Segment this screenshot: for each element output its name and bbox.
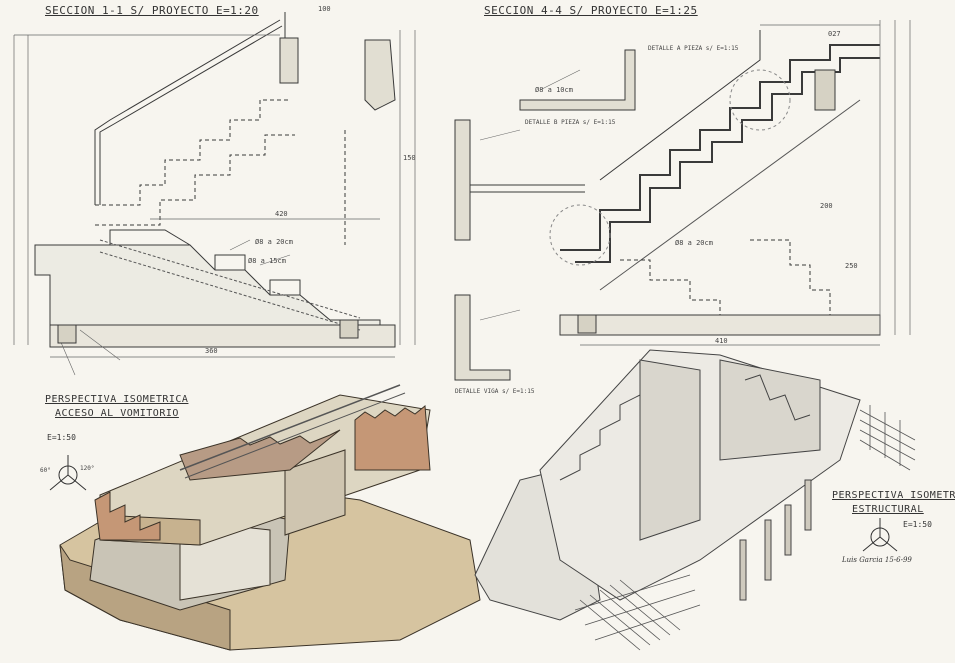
section-4-4-drawing bbox=[454, 20, 911, 381]
signature: Luis Garcia 15-6-99 bbox=[842, 556, 912, 564]
rebar-label-a: Ø8 a 20cm bbox=[255, 238, 293, 246]
persp-struct-title-2: ESTRUCTURAL bbox=[852, 504, 924, 515]
angle-label-60: 60° bbox=[40, 467, 51, 474]
persp-struct-scale: E=1:50 bbox=[903, 520, 932, 529]
dim-410: 410 bbox=[715, 337, 728, 345]
detail-c-label: DETALLE VIGA s/ E=1:15 bbox=[455, 388, 535, 395]
section-4-4-title: SECCION 4-4 s/ PROYECTO E=1:25 bbox=[484, 4, 698, 17]
detail-a-label: DETALLE A PIEZA s/ E=1:15 bbox=[648, 45, 739, 52]
dim-027: 027 bbox=[828, 30, 841, 38]
persp-access-title-1: PERSPECTIVA ISOMETRICA bbox=[45, 394, 189, 405]
perspective-access-drawing bbox=[59, 384, 481, 651]
section-1-1-drawing bbox=[13, 12, 416, 376]
axis-symbol-left bbox=[49, 455, 87, 491]
rebar-label-b: Ø8 a 15cm bbox=[248, 257, 286, 265]
dim-360: 360 bbox=[205, 347, 218, 355]
angle-label-120: 120° bbox=[80, 465, 94, 472]
persp-access-title-2: ACCESO AL VOMITORIO bbox=[55, 408, 179, 419]
rebar-label-a-2: Ø8 a 20cm bbox=[675, 239, 713, 247]
persp-access-scale: E=1:50 bbox=[47, 433, 76, 442]
dim-420: 420 bbox=[275, 210, 288, 218]
persp-struct-title-1: PERSPECTIVA ISOMETRICA bbox=[832, 490, 955, 501]
dim-150: 150 bbox=[403, 154, 416, 162]
detail-b-label: DETALLE B PIEZA s/ E=1:15 bbox=[525, 119, 616, 126]
perspective-structural-drawing bbox=[474, 349, 916, 651]
dim-250: 250 bbox=[845, 262, 858, 270]
axis-symbol-right bbox=[862, 518, 898, 552]
rebar-label-c: Ø8 a 10cm bbox=[535, 86, 573, 94]
dim-100: 100 bbox=[318, 5, 331, 13]
dim-200: 200 bbox=[820, 202, 833, 210]
section-1-1-title: SECCION 1-1 s/ PROYECTO E=1:20 bbox=[45, 4, 259, 17]
